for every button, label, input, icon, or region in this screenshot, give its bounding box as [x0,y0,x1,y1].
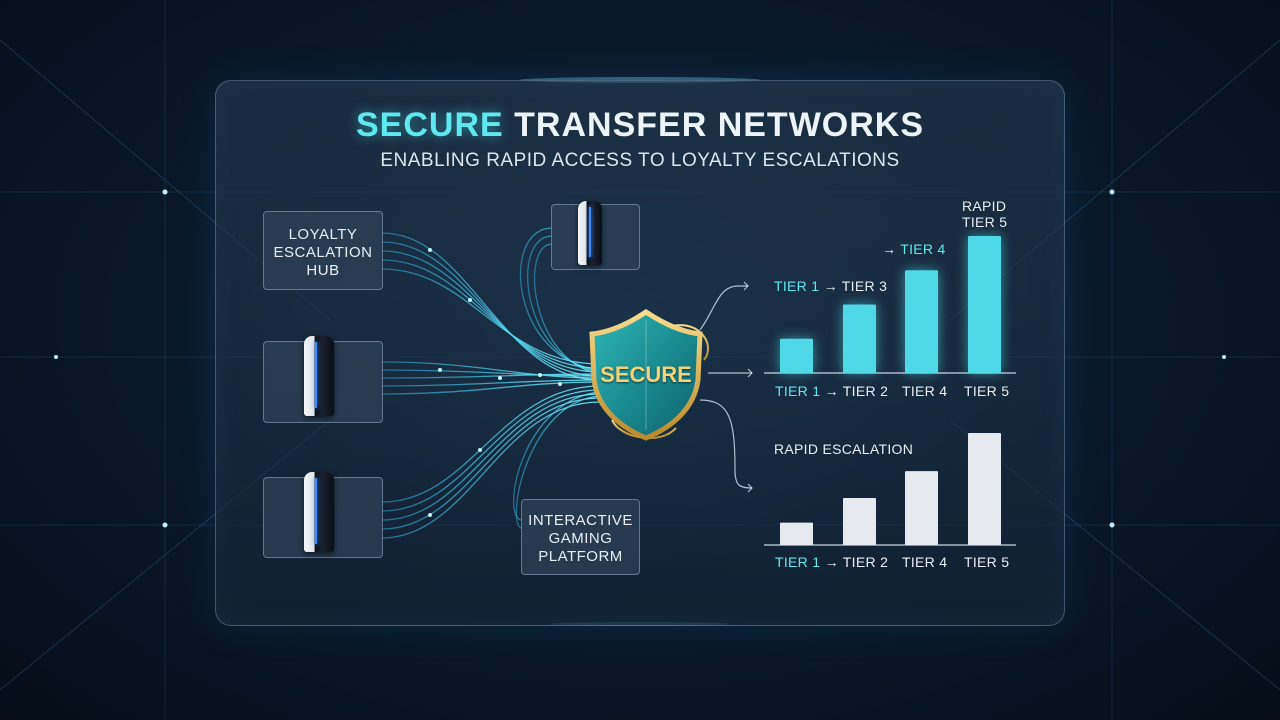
platform-label-line2: GAMING [548,530,613,547]
chart1-tick-rest: → TIER 2 [820,383,889,399]
platform-label-line3: PLATFORM [538,548,623,565]
chart2-tick-label: TIER 1 → TIER 2 [775,554,888,570]
chart1-annotation-tier5: TIER 5 [962,214,1008,230]
console-node-top [551,201,640,270]
console-node-middle [263,336,383,423]
chart1-annotation-cyan: TIER 1 [774,278,820,294]
console-icon [304,336,334,416]
console-node-bottom [263,472,383,558]
chart2-tick-label: TIER 4 [902,554,948,570]
chart1-annotation-arrow: → [882,241,901,257]
platform-label-line1: INTERACTIVE [528,512,633,529]
hub-label-line2: ESCALATION [273,244,373,261]
chart2-tick-rest: → TIER 2 [820,554,889,570]
chart2-title: RAPID ESCALATION [774,441,914,457]
title-main: TRANSFER NETWORKS [503,106,925,144]
chart1-tick-label: TIER 5 [964,383,1010,399]
page-subtitle: ENABLING RAPID ACCESS TO LOYALTY ESCALAT… [380,150,900,171]
shield-label: SECURE [600,362,692,387]
loyalty-escalation-hub-node: LOYALTY ESCALATION HUB [263,211,383,290]
interactive-gaming-platform-node: INTERACTIVE GAMING PLATFORM [521,499,640,575]
chart2-tick-cyan: TIER 1 [775,554,821,570]
page-title: SECURE TRANSFER NETWORKS [0,106,1280,145]
chart1-tick-label: TIER 1 → TIER 2 [775,383,888,399]
chart1-annotation-rapid: RAPID [962,198,1007,214]
chart1-tick-label: TIER 4 [902,383,948,399]
chart1-annotation-tier1-tier3: TIER 1 → TIER 3 [774,278,887,294]
chart1-annotation-tier4: → TIER 4 [882,241,946,257]
title-accent: SECURE [355,106,504,144]
hub-label-line1: LOYALTY [288,226,358,243]
chart1-annotation-rest: → TIER 3 [819,278,888,294]
console-icon [304,472,334,552]
hub-label-line3: HUB [306,262,340,279]
chart2-tick-label: TIER 5 [964,554,1010,570]
chart1-tick-cyan: TIER 1 [775,383,821,399]
chart1-annotation-tier4-label: TIER 4 [900,241,946,257]
console-icon [578,201,602,265]
